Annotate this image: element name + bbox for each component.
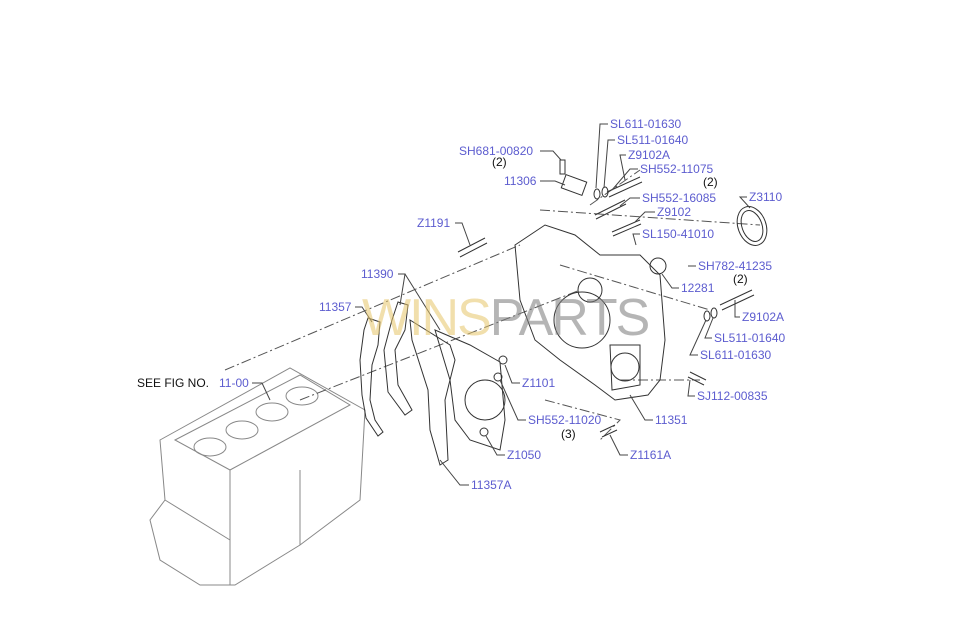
- part-label-z1101[interactable]: Z1101: [522, 376, 556, 390]
- part-label-z9102a[interactable]: Z9102A: [628, 148, 671, 162]
- part-label-sh552-11020[interactable]: SH552-11020: [528, 413, 602, 427]
- bolt-sh681: [559, 159, 566, 175]
- gasket-11390: [383, 301, 456, 466]
- part-label-11351[interactable]: 11351: [655, 413, 688, 427]
- bolt-z9102a-2: [719, 289, 755, 311]
- part-label-sh681-00820[interactable]: SH681-00820: [459, 144, 534, 158]
- leader-lines: [252, 123, 751, 486]
- quantity-sh681-00820: (2): [492, 155, 507, 169]
- part-label-z3110[interactable]: Z3110: [749, 190, 783, 204]
- part-label-11390[interactable]: 11390: [361, 267, 394, 281]
- quantity-sh552-11020: (3): [561, 427, 576, 441]
- see-figure-link[interactable]: 11-00: [219, 376, 249, 390]
- gasket-11357: [359, 317, 384, 437]
- part-label-sl150-41010[interactable]: SL150-41010: [642, 227, 715, 241]
- part-label-sj112-00835[interactable]: SJ112-00835: [697, 389, 768, 403]
- quantity-z9102a: (2): [733, 272, 748, 286]
- part-label-sh552-11075[interactable]: SH552-11075: [640, 162, 714, 176]
- part-label-z1161a[interactable]: Z1161A: [630, 448, 672, 462]
- part-label-sl511-01640-2[interactable]: SL511-01640: [714, 331, 786, 345]
- plate-12281: [649, 257, 667, 275]
- part-label-sh782-41235[interactable]: SH782-41235: [698, 259, 773, 273]
- part-label-sl611-01630-2[interactable]: SL611-01630: [700, 348, 772, 362]
- part-label-11357[interactable]: 11357: [319, 300, 352, 314]
- part-label-12281[interactable]: 12281: [681, 281, 715, 295]
- gasket-11357a: [434, 329, 506, 451]
- part-label-sh552-16085[interactable]: SH552-16085: [642, 191, 717, 205]
- stud-z1161a: [599, 424, 618, 438]
- part-label-11306[interactable]: 11306: [504, 174, 537, 188]
- oil-seal-z3110: [736, 206, 768, 246]
- part-label-sl611-01630[interactable]: SL611-01630: [610, 117, 682, 131]
- stud-sj112: [687, 371, 707, 386]
- see-figure-text: SEE FIG NO.: [137, 376, 210, 390]
- part-label-z9102[interactable]: Z9102: [657, 205, 692, 219]
- part-label-sl511-01640[interactable]: SL511-01640: [617, 133, 689, 147]
- bolt-z1191: [457, 237, 488, 258]
- part-label-11357a[interactable]: 11357A: [471, 478, 512, 492]
- part-label-z1050[interactable]: Z1050: [507, 448, 542, 462]
- part-label-z9102a-2[interactable]: Z9102A: [742, 310, 785, 324]
- part-label-z1191[interactable]: Z1191: [417, 216, 451, 230]
- quantity-sh552-11075: (2): [703, 175, 718, 189]
- cover-plate-11306: [560, 174, 588, 196]
- engine-block-outline: [149, 367, 366, 586]
- flywheel-housing-11351: [514, 224, 666, 401]
